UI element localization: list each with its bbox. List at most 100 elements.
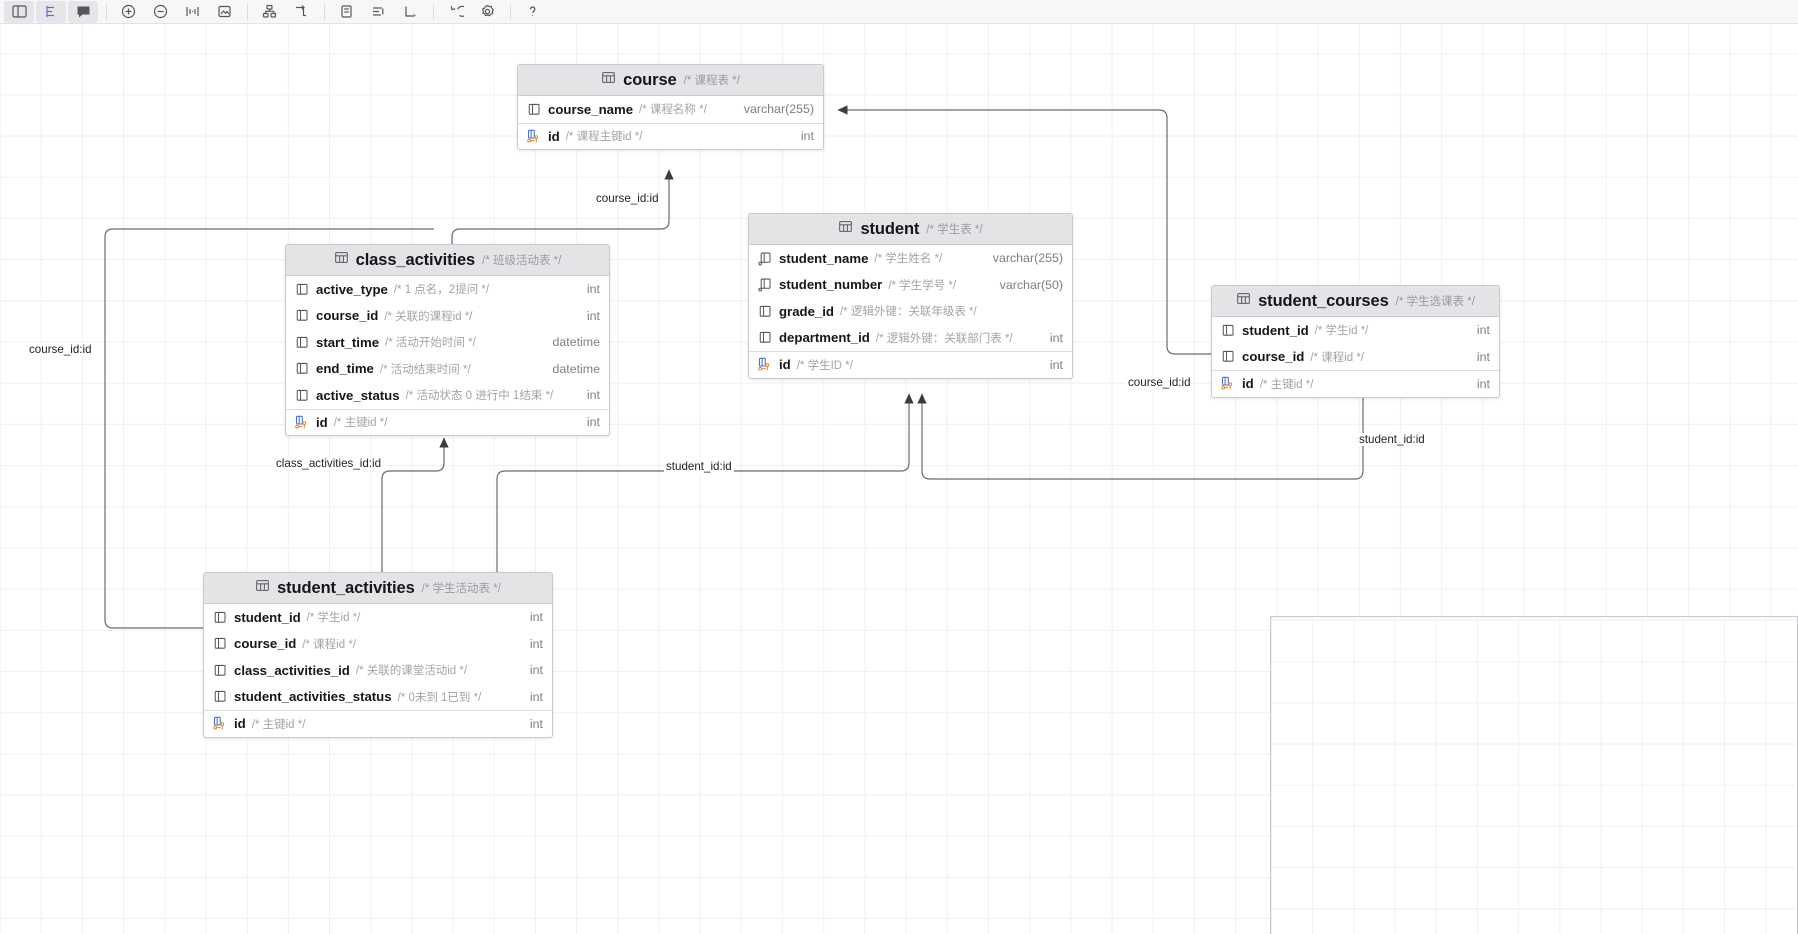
column-row[interactable]: id/* 课程主键id */int [518, 122, 823, 150]
table-glyph-icon [838, 219, 853, 239]
edge-label-student-id-mid: student_id:id [664, 460, 734, 473]
column-row[interactable]: course_id/* 关联的课程id */int [286, 303, 609, 330]
column-row[interactable]: student_activities_status/* 0未到 1已到 */in… [204, 684, 552, 711]
column-row[interactable]: id/* 学生ID */int [749, 351, 1072, 378]
group-icon[interactable] [395, 1, 425, 23]
tree-view-icon[interactable] [36, 0, 66, 23]
column-remark: /* 活动开始时间 */ [385, 337, 476, 350]
column-type: int [586, 282, 600, 297]
column-type: int [1476, 376, 1490, 391]
column-row[interactable]: course_id /* 课程id */ int [204, 631, 552, 658]
column-remark: /* 课程主键id */ [565, 131, 643, 144]
edge-student-activities-class-activities [381, 437, 449, 572]
column-row[interactable]: class_activities_id/* 关联的课堂活动id */int [204, 657, 552, 684]
column-row[interactable]: id/* 主键id */int [204, 710, 552, 737]
edge-label-student-id-right: student_id:id [1357, 433, 1427, 446]
zoom-in-icon[interactable] [113, 1, 143, 23]
column-row[interactable]: course_id/* 课程id */int [1212, 344, 1499, 371]
table-title: student_courses [1258, 291, 1389, 310]
column-row[interactable]: start_time /* 活动开始时间 */ datetime [286, 329, 609, 356]
column-type: datetime [552, 335, 600, 350]
table-header-student_activities[interactable]: student_activities/* 学生活动表 */ [204, 573, 552, 604]
column-remark: /* 逻辑外键：关联部门表 */ [875, 332, 1013, 345]
column-icon [1221, 349, 1236, 364]
column-row[interactable]: active_type/* 1 点名，2提问 */int [286, 276, 609, 303]
table-header-student[interactable]: student/* 学生表 */ [749, 214, 1072, 245]
column-remark: /* 课程名称 */ [639, 104, 707, 117]
export-image-icon[interactable] [209, 1, 239, 23]
table-header-class_activities[interactable]: class_activities/* 班级活动表 */ [286, 245, 609, 276]
index-column-icon [758, 251, 773, 266]
column-remark: /* 课程id */ [302, 638, 356, 651]
primary-key-icon [295, 415, 310, 430]
column-row[interactable]: grade_id/* 逻辑外键：关联年级表 */ [749, 298, 1072, 325]
column-row[interactable]: active_status/* 活动状态 0 进行中 1结束 */int [286, 382, 609, 409]
column-name: id [234, 716, 246, 732]
table-title: student_activities [277, 578, 415, 597]
table-node-student[interactable]: student/* 学生表 */student_name/* 学生姓名 */va… [748, 213, 1073, 379]
primary-key-icon [758, 357, 773, 372]
column-remark: /* 关联的课堂活动id */ [355, 665, 468, 678]
diagram-canvas[interactable]: course_id:id course_id:id class_activiti… [0, 24, 1798, 934]
minimap-panel[interactable] [1270, 616, 1798, 934]
column-remark: /* 学生ID */ [796, 359, 853, 372]
column-remark: /* 学生id */ [306, 612, 361, 625]
align-icon[interactable] [363, 1, 393, 23]
column-row[interactable]: student_number/* 学生学号 */varchar(50) [749, 272, 1072, 299]
column-name: id [548, 128, 560, 144]
column-icon [295, 388, 310, 403]
column-name: id [1242, 376, 1254, 392]
settings-icon[interactable] [472, 1, 502, 23]
column-row[interactable]: student_name/* 学生姓名 */varchar(255) [749, 245, 1072, 272]
column-name: course_id [234, 636, 297, 652]
toolbar-separator [324, 3, 325, 20]
column-type: datetime [552, 361, 600, 376]
fit-view-icon[interactable] [177, 1, 207, 23]
column-icon [758, 304, 773, 319]
column-remark: /* 1 点名，2提问 */ [393, 284, 490, 297]
undo-icon[interactable] [440, 1, 470, 23]
table-glyph-icon [1236, 291, 1251, 311]
table-title: course [623, 70, 677, 89]
auto-layout-icon[interactable] [254, 1, 284, 23]
column-row[interactable]: id/* 主键id */int [1212, 370, 1499, 397]
column-icon [295, 361, 310, 376]
panel-toggle-icon[interactable] [4, 0, 34, 23]
column-row[interactable]: student_id/* 学生id */int [204, 604, 552, 631]
table-node-class_activities[interactable]: class_activities/* 班级活动表 */active_type/*… [285, 244, 610, 436]
toolbar-separator [433, 3, 434, 20]
column-remark: /* 0未到 1已到 */ [397, 691, 482, 704]
help-icon[interactable] [517, 1, 547, 23]
copy-icon[interactable] [331, 1, 361, 23]
column-name: department_id [779, 330, 870, 346]
table-body-student: student_name/* 学生姓名 */varchar(255)studen… [749, 245, 1072, 378]
edge-style-icon[interactable] [286, 1, 316, 23]
table-body-course: course_name/* 课程名称 */varchar(255) id /* 课程… [518, 96, 823, 149]
table-header-student_courses[interactable]: student_courses/* 学生选课表 */ [1212, 286, 1499, 317]
table-body-student_activities: student_id/* 学生id */int course_id /* 课程id … [204, 604, 552, 737]
column-row[interactable]: id/* 主键id */int [286, 408, 609, 436]
column-row[interactable]: student_id/* 学生id */int [1212, 317, 1499, 344]
table-header-course[interactable]: course/* 课程表 */ [518, 65, 823, 96]
column-row[interactable]: end_time/* 活动结束时间 */datetime [286, 356, 609, 383]
table-node-course[interactable]: course/* 课程表 */course_name/* 课程名称 */varc… [517, 64, 824, 150]
column-icon [527, 102, 542, 117]
edge-class-activities-course [451, 169, 674, 260]
toolbar-separator [106, 3, 107, 20]
column-remark: /* 逻辑外键：关联年级表 */ [839, 306, 977, 319]
column-type: varchar(50) [999, 277, 1063, 292]
column-name: start_time [316, 334, 380, 350]
column-row[interactable]: department_id/* 逻辑外键：关联部门表 */int [749, 325, 1072, 352]
table-node-student_courses[interactable]: student_courses/* 学生选课表 */student_id/* 学… [1211, 285, 1500, 398]
column-name: student_name [779, 250, 869, 266]
column-row[interactable]: course_name/* 课程名称 */varchar(255) [518, 96, 823, 123]
column-icon [213, 689, 228, 704]
column-type: int [529, 663, 543, 678]
zoom-out-icon[interactable] [145, 1, 175, 23]
table-node-student_activities[interactable]: student_activities/* 学生活动表 */student_id/… [203, 572, 553, 738]
column-type: int [529, 636, 543, 651]
column-remark: /* 学生学号 */ [888, 279, 957, 292]
comment-icon[interactable] [68, 0, 98, 23]
